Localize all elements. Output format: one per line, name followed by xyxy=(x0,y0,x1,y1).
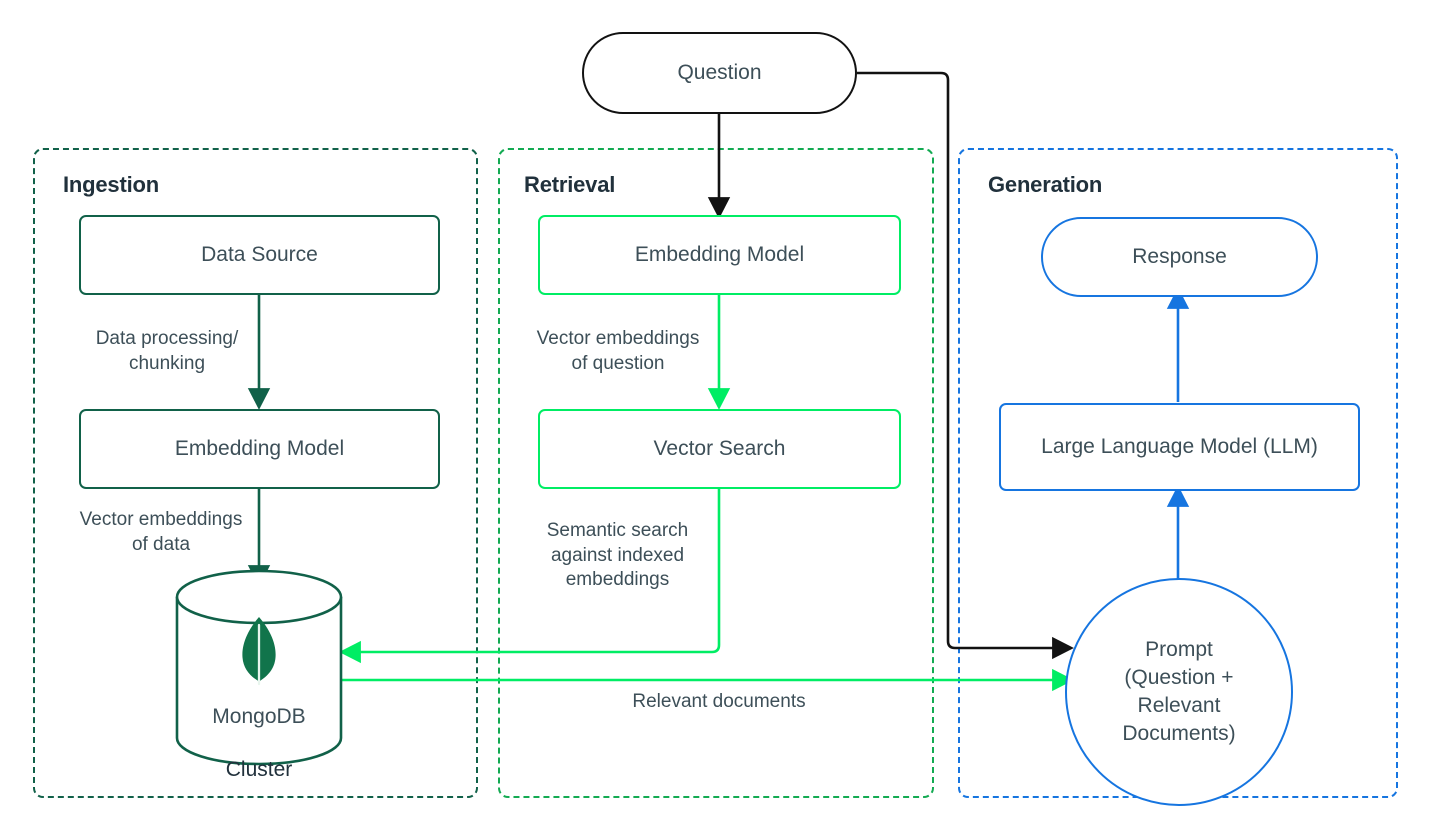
edge-label-relevant-documents: Relevant documents xyxy=(632,691,806,712)
panel-title-retrieval: Retrieval xyxy=(524,172,616,197)
panel-retrieval xyxy=(498,148,934,798)
edge-label-data-processing: Data processing/ chunking xyxy=(95,328,239,374)
node-retrieval-embedding-model[interactable]: Embedding Model xyxy=(538,215,901,295)
mongodb-cluster-line-2: Cluster xyxy=(225,757,293,781)
prompt-line-3: Relevant xyxy=(1137,694,1221,717)
prompt-line-1: Prompt xyxy=(1145,637,1213,661)
mongodb-leaf-icon xyxy=(242,617,276,686)
edge-label-vector-embeddings-of-data: Vector embeddings of data xyxy=(79,509,243,555)
mongodb-cylinder xyxy=(175,569,343,766)
edge-vectorsearch-to-mongodb xyxy=(339,489,721,664)
panel-title-generation: Generation xyxy=(988,172,1103,197)
prompt-line-4: Documents) xyxy=(1122,722,1236,746)
panel-title-ingestion: Ingestion xyxy=(63,172,159,197)
prompt-line-2: (Question + xyxy=(1124,665,1234,689)
node-response[interactable]: Response xyxy=(1041,217,1318,297)
mongodb-cluster-line-1: MongoDB xyxy=(212,705,306,729)
node-mongodb-cluster[interactable]: MongoDB Cluster xyxy=(159,678,359,809)
node-ingestion-embedding-model[interactable]: Embedding Model xyxy=(79,409,440,489)
edge-question-to-prompt xyxy=(857,71,1074,660)
node-prompt[interactable]: Prompt (Question + Relevant Documents) xyxy=(1065,578,1293,806)
node-vector-search[interactable]: Vector Search xyxy=(538,409,901,489)
panel-ingestion xyxy=(33,148,478,798)
node-data-source[interactable]: Data Source xyxy=(79,215,440,295)
edge-label-vector-embeddings-of-question: Vector embeddings of question xyxy=(536,328,700,374)
node-llm[interactable]: Large Language Model (LLM) xyxy=(999,403,1360,491)
node-question[interactable]: Question xyxy=(582,32,857,114)
edge-label-semantic-search: Semantic search against indexed embeddin… xyxy=(546,520,689,591)
